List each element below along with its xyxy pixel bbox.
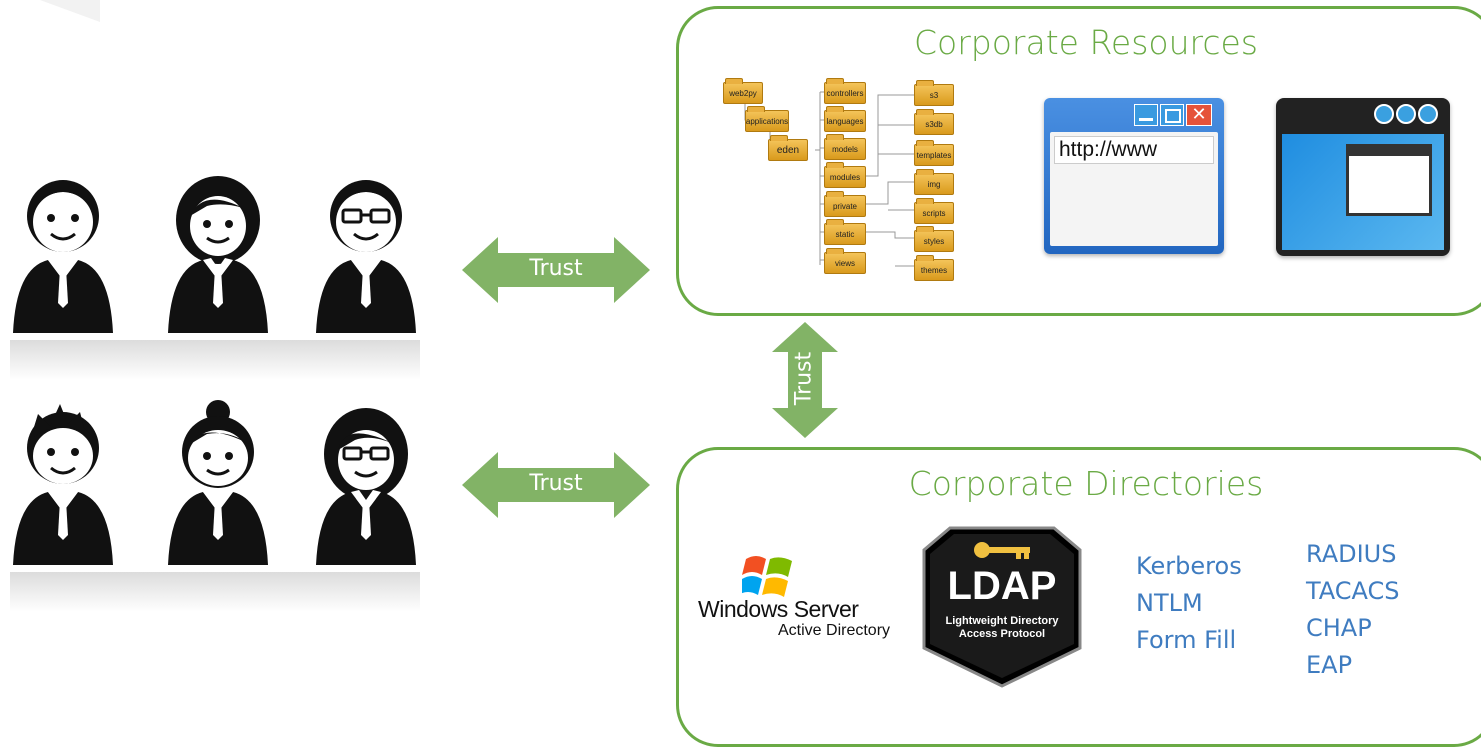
folder-languages: languages [824,106,866,132]
folder-controllers: controllers [824,78,866,104]
ldap-shield-icon [922,526,1082,688]
close-icon: ✕ [1186,104,1212,126]
nested-window-icon [1346,144,1432,216]
man-spiky-icon [13,404,113,565]
folder-static: static [824,219,866,245]
folder-private: private [824,191,866,217]
woman-icon [168,176,268,333]
browser-content: http://www [1050,132,1218,246]
window-button-icon [1418,104,1438,124]
active-directory-label: Active Directory [778,622,891,639]
corporate-directories-title: Corporate Directories [908,464,1264,503]
ldap-title: LDAP [947,564,1057,608]
ldap-subtitle-1: Lightweight Directory [945,615,1059,627]
windows-logo-icon [742,556,792,597]
woman-bun-icon [168,400,268,565]
folder-modules: modules [824,162,866,188]
corporate-resources-title: Corporate Resources [914,23,1258,62]
app-window-content [1282,134,1444,250]
window-button-icon [1374,104,1394,124]
users-reflection-row1 [10,340,420,380]
app-window-icon [1276,98,1450,256]
protocol-radius: RADIUS [1306,540,1397,568]
trust-arrow-top [462,237,650,303]
protocol-kerberos: Kerberos [1136,552,1242,580]
minimize-icon [1134,104,1158,126]
woman-glasses-icon [316,408,416,565]
browser-window-icon: ✕ http://www [1044,98,1224,254]
protocol-chap: CHAP [1306,614,1372,642]
folder-templates: templates [914,140,954,166]
folder-s3db: s3db [914,109,954,135]
ldap-subtitle-2: Access Protocol [958,628,1046,640]
protocol-eap: EAP [1306,651,1353,679]
folder-eden: eden [768,135,808,161]
folder-s3: s3 [914,80,954,106]
browser-url-field: http://www [1054,136,1214,164]
protocol-ntlm: NTLM [1136,589,1203,617]
folder-scripts: scripts [914,198,954,224]
trust-arrow-bottom-label: Trust [529,471,583,496]
windows-server-label: Windows Server [698,596,859,622]
trust-arrow-top-label: Trust [529,256,583,281]
folder-models: models [824,134,866,160]
protocol-form-fill: Form Fill [1136,626,1237,654]
corner-decoration [40,0,100,22]
users-reflection-row2 [10,572,420,612]
folder-styles: styles [914,226,954,252]
folder-img: img [914,169,954,195]
trust-arrow-vertical-label: Trust [791,351,817,406]
folder-applications: applications [745,106,789,132]
man-icon [13,180,113,333]
trust-arrow-vertical [772,322,838,438]
protocol-tacacs: TACACS [1306,577,1400,605]
maximize-icon [1160,104,1184,126]
folder-web2py: web2py [723,78,763,104]
folder-themes: themes [914,255,954,281]
window-button-icon [1396,104,1416,124]
folder-tree-lines [744,91,914,267]
folder-views: views [824,248,866,274]
man-glasses-icon [316,180,416,333]
trust-arrow-bottom [462,452,650,518]
